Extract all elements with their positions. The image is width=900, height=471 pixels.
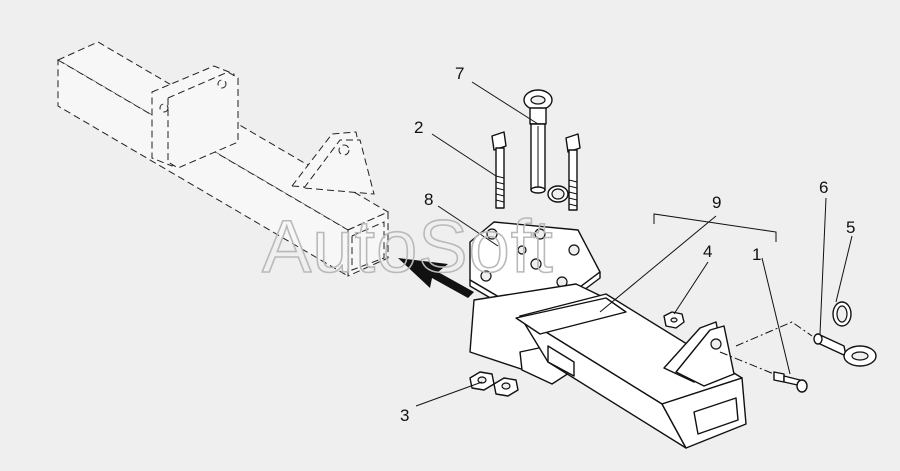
leader-lines bbox=[415, 81, 853, 407]
callout-label-7: 7 bbox=[455, 64, 464, 83]
assembly-arrow bbox=[398, 258, 474, 298]
frame-bracket-outline bbox=[151, 65, 239, 169]
callout-label-2: 2 bbox=[414, 118, 423, 137]
bolt-left bbox=[491, 131, 507, 209]
watermark-text: AutoSoft bbox=[262, 205, 554, 288]
callout-9-bracket bbox=[653, 213, 777, 242]
callout-label-3: 3 bbox=[400, 406, 409, 425]
callout-label-6: 6 bbox=[819, 178, 828, 197]
hitch-weldment bbox=[469, 283, 747, 449]
spring-clip bbox=[832, 301, 852, 327]
alignment-lines bbox=[719, 321, 813, 375]
callout-label-1: 1 bbox=[752, 245, 761, 264]
retaining-ring-top bbox=[547, 185, 569, 203]
small-bolt bbox=[773, 371, 808, 393]
callout-label-8: 8 bbox=[424, 190, 433, 209]
bolt-right bbox=[565, 133, 581, 211]
hitch-pin-horizontal bbox=[813, 333, 877, 367]
hitch-pin-vertical bbox=[523, 89, 553, 194]
lock-nuts bbox=[469, 371, 519, 397]
frame-lug-outline bbox=[291, 131, 375, 195]
callout-label-9: 9 bbox=[712, 193, 721, 212]
callout-label-4: 4 bbox=[703, 242, 712, 261]
callout-labels: 7 2 8 9 4 1 6 5 3 bbox=[400, 64, 855, 425]
lock-nut-single bbox=[663, 311, 685, 329]
callout-label-5: 5 bbox=[846, 218, 855, 237]
